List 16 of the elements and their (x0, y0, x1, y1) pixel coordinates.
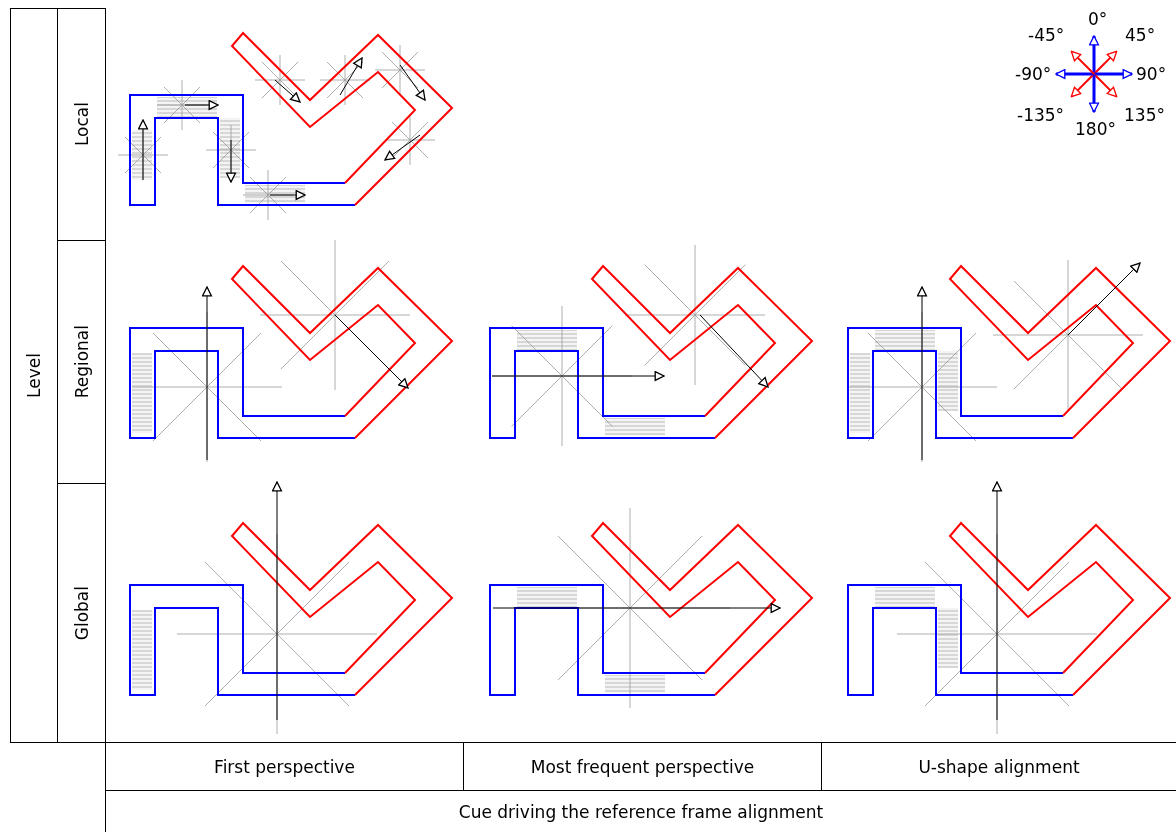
axis-title: Cue driving the reference frame alignment (458, 801, 824, 822)
angle-label: 180° (1075, 120, 1116, 138)
angle-label: 135° (1124, 106, 1165, 124)
column-header: First perspective (214, 756, 355, 777)
angle-label: 0° (1088, 10, 1108, 28)
row-header: Local (71, 102, 92, 147)
angle-label: 45° (1125, 26, 1156, 44)
column-header: U-shape alignment (918, 756, 1080, 777)
axis-title: Level (24, 353, 44, 398)
angle-label: -135° (1017, 106, 1065, 124)
angle-label: 90° (1136, 65, 1167, 83)
angle-label: -90° (1015, 65, 1052, 83)
row-header: Global (71, 585, 92, 641)
angle-label: -45° (1028, 26, 1065, 44)
row-header: Regional (71, 325, 92, 399)
column-header: Most frequent perspective (530, 756, 755, 777)
